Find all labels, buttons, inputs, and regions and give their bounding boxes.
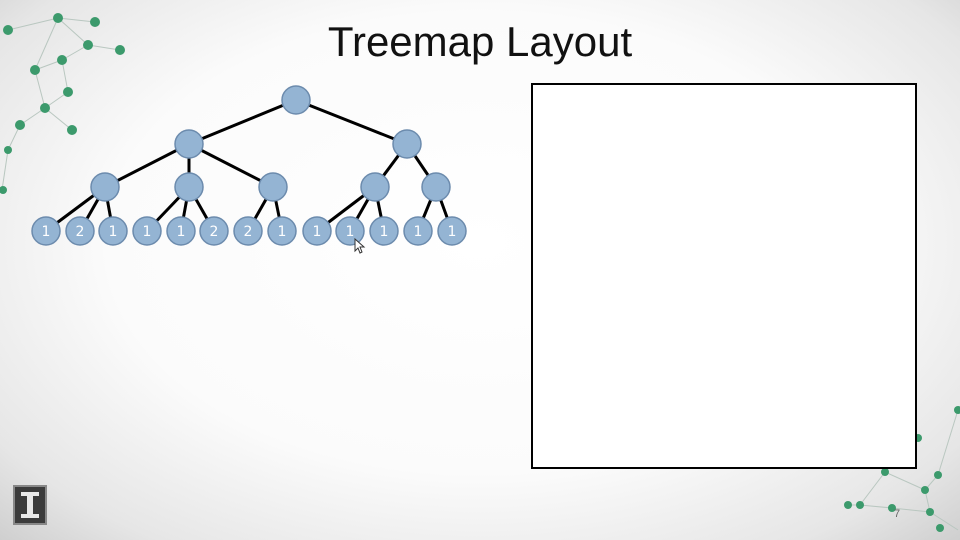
leaf-node bbox=[335, 216, 365, 246]
treemap-canvas bbox=[531, 83, 917, 469]
leaf-node bbox=[31, 216, 61, 246]
leaf-node bbox=[132, 216, 162, 246]
leaf-node bbox=[98, 216, 128, 246]
leaf-value: 2 bbox=[244, 224, 253, 240]
leaf-value: 2 bbox=[210, 224, 219, 240]
leaf-value: 1 bbox=[109, 224, 118, 240]
edge bbox=[188, 98, 297, 146]
leaf-node bbox=[233, 216, 263, 246]
tree-edges bbox=[45, 98, 454, 233]
leaf-value: 1 bbox=[278, 224, 287, 240]
tree-node bbox=[90, 172, 120, 202]
leaf-node bbox=[437, 216, 467, 246]
slide-title: Treemap Layout bbox=[327, 18, 633, 65]
leaf-value: 1 bbox=[414, 224, 423, 240]
edge bbox=[188, 142, 274, 189]
leaf-value: 1 bbox=[346, 224, 355, 240]
network-decoration-top-left bbox=[0, 13, 125, 194]
edge bbox=[104, 142, 190, 189]
leaf-value: 1 bbox=[143, 224, 152, 240]
mouse-pointer-icon bbox=[354, 238, 366, 254]
leaf-value: 1 bbox=[42, 224, 51, 240]
tree-node-root bbox=[281, 85, 311, 115]
leaf-node bbox=[369, 216, 399, 246]
leaf-value: 1 bbox=[380, 224, 389, 240]
leaf-node bbox=[199, 216, 229, 246]
leaf-node bbox=[403, 216, 433, 246]
tree-node bbox=[421, 172, 451, 202]
leaf-node bbox=[166, 216, 196, 246]
tree-node bbox=[174, 129, 204, 159]
tree-node bbox=[258, 172, 288, 202]
tree-node bbox=[360, 172, 390, 202]
leaf-value: 1 bbox=[177, 224, 186, 240]
leaf-value: 1 bbox=[448, 224, 457, 240]
edge bbox=[295, 98, 408, 146]
leaf-node bbox=[302, 216, 332, 246]
tree-diagram: 1 2 1 1 1 2 2 1 1 1 1 1 1 bbox=[31, 85, 467, 246]
leaf-node bbox=[267, 216, 297, 246]
page-number: 7 bbox=[894, 508, 901, 520]
leaf-value: 2 bbox=[76, 224, 85, 240]
university-logo-icon bbox=[13, 485, 47, 525]
tree-node bbox=[392, 129, 422, 159]
leaf-value: 1 bbox=[313, 224, 322, 240]
tree-node bbox=[174, 172, 204, 202]
leaf-node bbox=[65, 216, 95, 246]
